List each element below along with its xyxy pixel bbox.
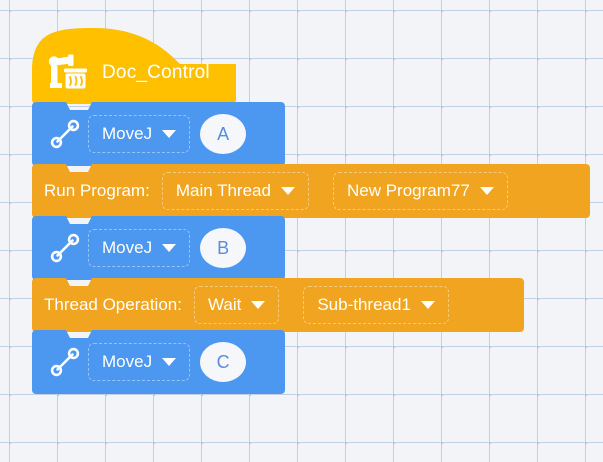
motion-block-movej-a[interactable]: MoveJ A bbox=[32, 102, 285, 166]
movej-point-badge[interactable]: A bbox=[200, 114, 246, 154]
chevron-down-icon bbox=[251, 301, 265, 309]
chevron-down-icon bbox=[281, 187, 295, 195]
chevron-down-icon bbox=[162, 244, 176, 252]
run-program-label: Run Program: bbox=[44, 181, 150, 200]
run-program-name-dropdown[interactable]: New Program77 bbox=[333, 172, 508, 210]
movej-command-value: MoveJ bbox=[102, 352, 153, 371]
movej-command-dropdown[interactable]: MoveJ bbox=[88, 229, 190, 267]
thread-operation-action-value: Wait bbox=[207, 295, 242, 314]
statement-block-run-program[interactable]: Run Program: Main Thread New Program77 bbox=[32, 164, 590, 218]
motion-block-movej-b[interactable]: MoveJ B bbox=[32, 216, 285, 280]
movej-point-badge[interactable]: C bbox=[200, 342, 246, 382]
chevron-down-icon bbox=[162, 358, 176, 366]
trajectory-path-icon bbox=[48, 231, 82, 265]
chevron-down-icon bbox=[162, 130, 176, 138]
movej-point-badge[interactable]: B bbox=[200, 228, 246, 268]
motion-block-movej-c[interactable]: MoveJ C bbox=[32, 330, 285, 394]
run-program-thread-dropdown[interactable]: Main Thread bbox=[162, 172, 309, 210]
thread-operation-action-dropdown[interactable]: Wait bbox=[194, 286, 279, 324]
run-program-name-value: New Program77 bbox=[346, 181, 470, 200]
movej-command-dropdown[interactable]: MoveJ bbox=[88, 115, 190, 153]
robot-arm-controller-icon bbox=[46, 53, 88, 93]
movej-command-dropdown[interactable]: MoveJ bbox=[88, 343, 190, 381]
chevron-down-icon bbox=[421, 301, 435, 309]
trajectory-path-icon bbox=[48, 117, 82, 151]
chevron-down-icon bbox=[480, 187, 494, 195]
thread-operation-target-dropdown[interactable]: Sub-thread1 bbox=[303, 286, 449, 324]
block-stack: Doc_Control MoveJ A Run Program: Main Th… bbox=[32, 28, 590, 394]
thread-operation-target-value: Sub-thread1 bbox=[317, 295, 411, 314]
hat-block-doc-control[interactable]: Doc_Control bbox=[32, 28, 236, 104]
run-program-thread-value: Main Thread bbox=[175, 181, 271, 200]
trajectory-path-icon bbox=[48, 345, 82, 379]
movej-command-value: MoveJ bbox=[102, 238, 153, 257]
hat-block-title: Doc_Control bbox=[102, 62, 210, 83]
thread-operation-label: Thread Operation: bbox=[44, 295, 182, 314]
statement-block-thread-operation[interactable]: Thread Operation: Wait Sub-thread1 bbox=[32, 278, 524, 332]
movej-command-value: MoveJ bbox=[102, 124, 153, 143]
